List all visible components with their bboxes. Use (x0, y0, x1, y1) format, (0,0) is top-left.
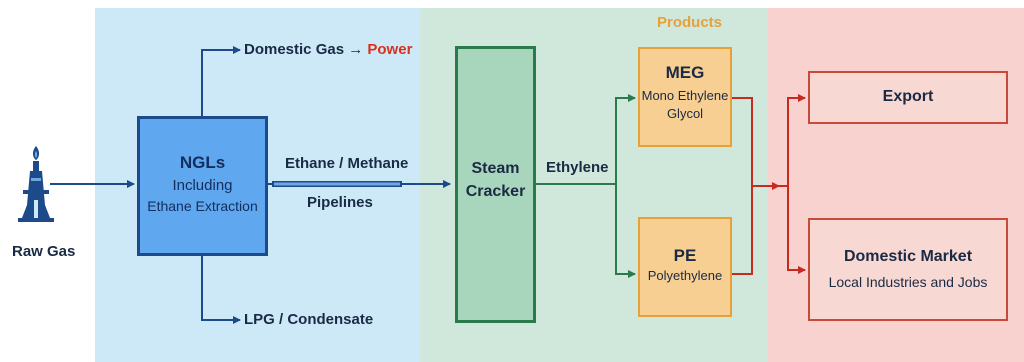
ethane-methane-label: Ethane / Methane (285, 155, 409, 172)
ethylene-label: Ethylene (546, 159, 609, 176)
domestic-gas-text: Domestic Gas → (244, 41, 364, 58)
arrow-to-export (787, 94, 806, 186)
export-box: Export (808, 71, 1008, 124)
gas-well-flare-icon (18, 146, 54, 222)
domestic-market-box: Domestic Market Local Industries and Job… (808, 218, 1008, 321)
pipeline-bar-inner (274, 182, 400, 186)
pipelines-label: Pipelines (307, 194, 373, 211)
domestic-market-subtitle: Local Industries and Jobs (828, 274, 988, 290)
raw-gas-label: Raw Gas (12, 243, 76, 260)
export-title: Export (882, 88, 934, 105)
domestic-gas-label: Domestic Gas → Power (244, 41, 412, 58)
ngl-line1: Including (172, 177, 233, 194)
meg-title: MEG (665, 63, 705, 82)
arrow-ngl-to-lpg (201, 256, 241, 324)
trunk-arrowhead (772, 182, 780, 190)
arrow-to-domestic-market (787, 186, 806, 274)
ngl-line2: Ethane Extraction (147, 198, 258, 214)
power-text: Power (367, 41, 413, 58)
steam-line1: Steam (471, 160, 520, 177)
domestic-market-title: Domestic Market (843, 248, 973, 265)
products-header: Products (657, 14, 723, 31)
arrow-to-pe (615, 184, 636, 278)
pe-line1: Polyethylene (647, 268, 723, 283)
arrow-ngl-to-domestic-gas (201, 46, 241, 116)
pe-box: PE Polyethylene (638, 217, 732, 317)
pe-title: PE (673, 246, 697, 265)
meg-box: MEG Mono Ethylene Glycol (638, 47, 732, 147)
ngl-title: NGLs (179, 153, 226, 172)
products-collector (732, 97, 753, 275)
arrow-to-meg (615, 94, 636, 184)
ngl-box: NGLs Including Ethane Extraction (137, 116, 268, 256)
steam-cracker-box: Steam Cracker (455, 46, 536, 323)
meg-line2: Glycol (666, 106, 704, 121)
steam-line2: Cracker (465, 183, 526, 200)
lpg-condensate-label: LPG / Condensate (244, 311, 374, 328)
meg-line1: Mono Ethylene (641, 88, 729, 103)
